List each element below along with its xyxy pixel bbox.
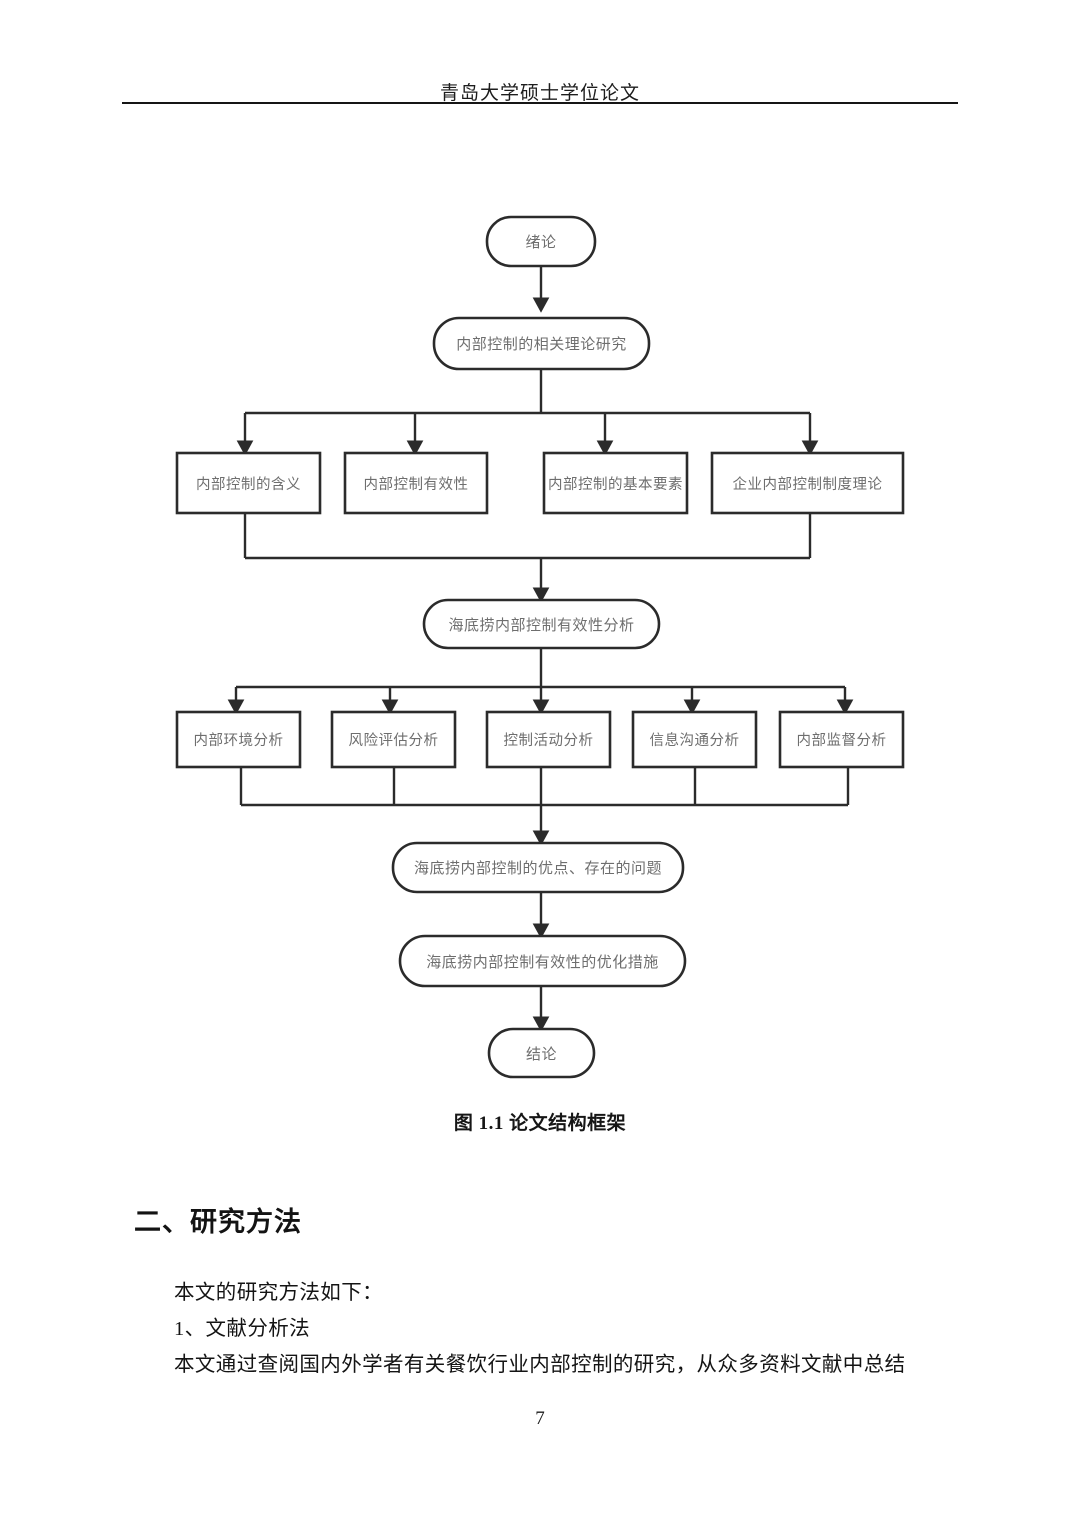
node-analysis-child-0-shape (175, 710, 302, 769)
node-analysis-shape (422, 598, 661, 650)
header-title: 青岛大学硕士学位论文 (439, 83, 640, 104)
body-text-block: 本文的研究方法如下： 1、文献分析法 本文通过查阅国内外学者有关餐饮行业内部控制… (174, 1275, 974, 1383)
figure-caption: 图 1.1 论文结构框架 (453, 1113, 627, 1134)
body-paragraph: 本文通过查阅国内外学者有关餐饮行业内部控制的研究，从众多资料文献中总结 (174, 1354, 906, 1376)
running-header: 青岛大学硕士学位论文 (0, 78, 1080, 105)
node-theory-child-1-shape (343, 451, 489, 515)
node-analysis-child-3-shape (631, 710, 758, 769)
node-intro-shape (485, 215, 597, 268)
section-heading: 二、研究方法 (134, 1207, 302, 1237)
body-paragraph: 本文的研究方法如下： (174, 1282, 383, 1304)
node-analysis-child-4-shape (778, 710, 905, 769)
node-theory-child-0-shape (175, 451, 322, 515)
node-analysis-child-1-shape (330, 710, 457, 769)
node-theory-child-3-shape (710, 451, 905, 515)
node-analysis-child-2-shape (485, 710, 612, 769)
node-theory-shape (432, 316, 651, 371)
body-paragraph: 1、文献分析法 (174, 1318, 311, 1340)
node-conclusion-shape (487, 1027, 596, 1079)
node-findings-shape (391, 841, 685, 894)
header-divider (122, 102, 958, 104)
node-theory-child-2-shape (542, 451, 689, 515)
flowchart-graphics (175, 215, 905, 1079)
node-measures-shape (398, 934, 687, 988)
figure-flowchart: 绪论 内部控制的相关理论研究 内部控制的含义 内部控制有效性 内部控制的基本要素… (175, 215, 905, 1079)
page-number: 7 (535, 1408, 545, 1429)
